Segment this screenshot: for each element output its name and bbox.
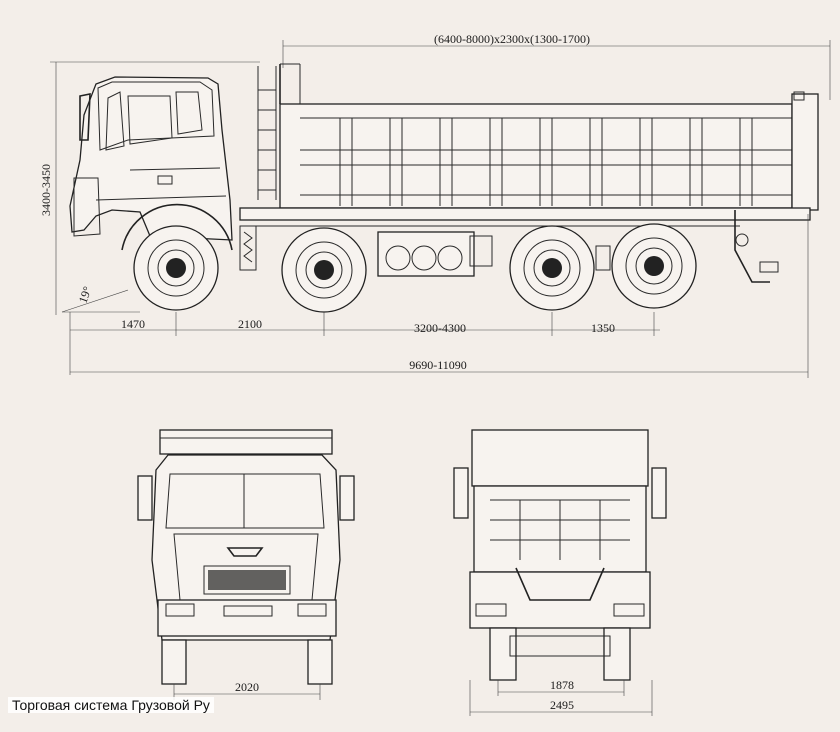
dim-rear-width: 2495	[550, 698, 574, 712]
dim-rear-track: 1878	[550, 678, 574, 692]
side-view: (6400-8000)x2300x(1300-1700) 3400-3450	[39, 32, 831, 378]
front-view: 2020	[137, 429, 355, 700]
wheel-axle-2	[281, 227, 367, 313]
dim-body-size: (6400-8000)x2300x(1300-1700)	[434, 32, 590, 46]
dump-body	[279, 103, 793, 209]
dim-axle1-2: 2100	[238, 317, 262, 331]
wheel-front	[133, 225, 219, 311]
dim-height: 3400-3450	[39, 164, 53, 216]
dim-axle3-4: 1350	[591, 321, 615, 335]
wheel-axle-4	[611, 223, 697, 309]
dim-total-length: 9690-11090	[409, 358, 467, 372]
dim-angle: 19°	[76, 284, 95, 305]
dim-axle2-3: 3200-4300	[414, 321, 466, 335]
dim-front-overhang: 1470	[121, 317, 145, 331]
watermark: Торговая система Грузовой Ру	[8, 697, 214, 713]
rear-view: 1878 2495	[453, 429, 667, 716]
dim-front-track: 2020	[235, 680, 259, 694]
cab	[69, 76, 233, 241]
wheel-axle-3	[509, 225, 595, 311]
